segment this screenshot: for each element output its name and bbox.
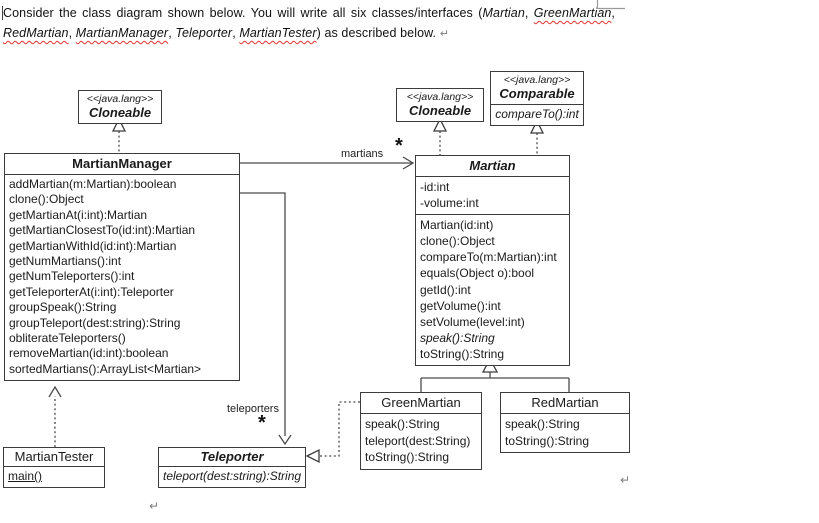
- class-box-martianmanager: MartianManager addMartian(m:Martian):boo…: [4, 153, 240, 382]
- method-line: speak():String: [505, 417, 580, 431]
- method-line: compareTo():int: [495, 107, 579, 121]
- method-line: main(): [8, 469, 43, 483]
- class-title: <<java.lang>> Comparable: [491, 72, 583, 104]
- multiplicity-star-martians: *: [395, 135, 403, 157]
- interface-name: Comparable: [499, 86, 575, 101]
- method-line: setVolume(level:int): [420, 314, 525, 329]
- method-line: sortedMartians():ArrayList<Martian>: [9, 361, 202, 376]
- intro-text-segment: RedMartian: [3, 26, 69, 40]
- class-box-teleporter: Teleporter teleport(dest:string):String: [158, 447, 306, 489]
- method-line: getMartianClosestTo(id:int):Martian: [9, 223, 196, 238]
- class-title: Teleporter: [200, 449, 264, 464]
- method-line: clone():Object: [420, 234, 495, 249]
- method-line: speak():String: [420, 330, 495, 345]
- method-line: Martian(id:int): [420, 218, 494, 233]
- class-title: <<java.lang>> Cloneable: [79, 91, 161, 123]
- method-line: removeMartian(id:int):boolean: [9, 346, 169, 361]
- intro-text-segment: Consider the class diagram shown below. …: [3, 6, 483, 20]
- class-title: Martian: [469, 158, 516, 173]
- method-line: groupSpeak():String: [9, 300, 117, 315]
- methods-compartment: speak():String toString():String: [501, 413, 629, 452]
- method-line: compareTo(m:Martian):int: [420, 250, 557, 265]
- open-arrowhead-martians: [402, 156, 415, 170]
- method-line: groupTeleport(dest:string):String: [9, 315, 181, 330]
- stereotype-label: <<java.lang>>: [406, 91, 474, 103]
- open-arrowhead-teleporters: [278, 434, 292, 446]
- intro-paragraph-line1: Consider the class diagram shown below. …: [3, 3, 615, 23]
- fields-compartment: -id:int -volume:int: [416, 176, 569, 214]
- edge-label-teleporters: teleporters: [227, 403, 279, 415]
- stereotype-label: <<java.lang>>: [503, 74, 571, 86]
- intro-text-segment: ,: [524, 6, 534, 20]
- method-line: clone():Object: [9, 192, 84, 207]
- class-title: GreenMartian: [381, 395, 461, 410]
- intro-text-segment: MartianTester: [239, 26, 317, 40]
- method-line: toString():String: [365, 450, 450, 465]
- method-line: toString():String: [420, 346, 505, 361]
- class-title: MartianManager: [72, 156, 172, 171]
- paragraph-return-mark: ↵: [620, 473, 631, 487]
- realization-line-green-teleporter: [320, 401, 360, 457]
- methods-compartment: speak():String teleport(dest:String) toStr…: [361, 413, 481, 469]
- interface-name: Cloneable: [408, 103, 472, 118]
- interface-name: Cloneable: [88, 105, 152, 120]
- intro-text-segment: MartianManager: [75, 26, 169, 40]
- text-cursor: [2, 6, 3, 20]
- paragraph-return-mark: ↵: [149, 499, 160, 513]
- method-line: teleport(dest:String): [365, 433, 471, 448]
- method-line: getNumTeleporters():int: [9, 269, 135, 284]
- intro-paragraph-line2: RedMartian, MartianManager, Teleporter, …: [3, 23, 615, 44]
- method-line: getMartianAt(i:int):Martian: [9, 207, 148, 222]
- class-box-cloneable-right: <<java.lang>> Cloneable: [396, 88, 484, 122]
- class-box-cloneable-left: <<java.lang>> Cloneable: [78, 90, 162, 124]
- method-line: getVolume():int: [420, 298, 501, 313]
- methods-compartment: teleport(dest:string):String: [159, 466, 305, 487]
- methods-compartment: main(): [4, 466, 104, 487]
- class-box-comparable: <<java.lang>> Comparable compareTo():int: [490, 71, 584, 127]
- open-arrowhead-tester-manager: [48, 385, 62, 398]
- hollow-triangle-green-teleporter: [305, 448, 320, 464]
- intro-text-segment: GreenMartian: [533, 6, 612, 20]
- method-line: addMartian(m:Martian):boolean: [9, 177, 177, 191]
- class-box-greenmartian: GreenMartian speak():String teleport(dest…: [360, 392, 482, 470]
- association-line-teleporters: [240, 192, 286, 436]
- intro-text-segment: ,: [232, 26, 240, 40]
- method-line: teleport(dest:string):String: [163, 469, 302, 483]
- field-line: -volume:int: [420, 196, 479, 211]
- intro-text-segment: Teleporter: [175, 26, 233, 40]
- intro-text-segment: ,: [611, 6, 615, 20]
- class-title: MartianTester: [14, 449, 94, 464]
- multiplicity-star-teleporters: *: [258, 412, 266, 434]
- method-line: getId():int: [420, 282, 471, 297]
- intro-text-segment: ,: [68, 26, 76, 40]
- method-line: getNumMartians():int: [9, 254, 122, 269]
- methods-compartment: compareTo():int: [491, 104, 583, 125]
- intro-text-segment: ) as described below.: [316, 26, 437, 40]
- method-line: equals(Object o):bool: [420, 266, 535, 281]
- class-title: RedMartian: [531, 395, 599, 410]
- intro-text-segment: ↵: [436, 27, 450, 40]
- method-line: toString():String: [505, 433, 590, 448]
- class-box-martian: Martian -id:int -volume:int Martian(id:in…: [415, 155, 570, 367]
- field-line: -id:int: [420, 180, 450, 194]
- intro-text-segment: ,: [168, 26, 176, 40]
- stereotype-label: <<java.lang>>: [86, 93, 154, 105]
- method-line: speak():String: [365, 417, 440, 431]
- method-line: obliterateTeleporters(): [9, 331, 126, 346]
- class-title: <<java.lang>> Cloneable: [397, 89, 483, 121]
- method-line: getMartianWithId(id:int):Martian: [9, 238, 177, 253]
- method-line: getTeleporterAt(i:int):Teleporter: [9, 284, 174, 299]
- edge-label-martians: martians: [341, 148, 384, 160]
- class-box-redmartian: RedMartian speak():String toString():Stri…: [500, 392, 630, 454]
- class-box-martiantester: MartianTester main(): [3, 447, 105, 489]
- intro-text-segment: Martian: [482, 6, 525, 20]
